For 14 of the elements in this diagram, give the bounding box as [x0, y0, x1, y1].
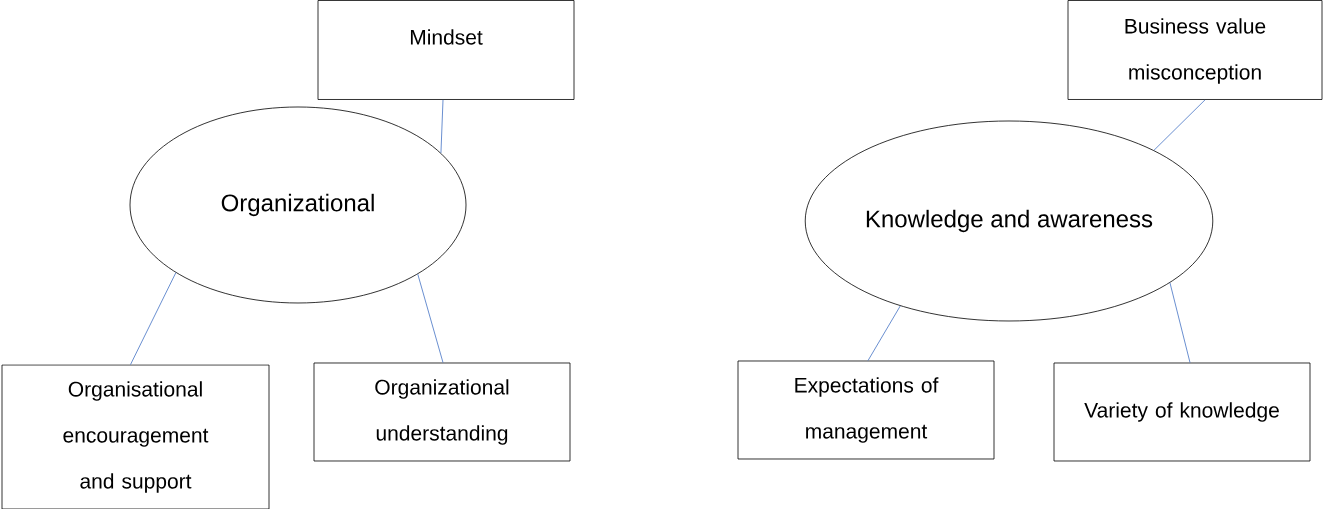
ellipse-node: Organizational	[129, 106, 467, 304]
connector-line	[867, 305, 901, 361]
connector-line	[1169, 282, 1191, 363]
connector-line	[1153, 99, 1206, 151]
ellipse-node: Knowledge and awareness	[804, 120, 1214, 322]
text-box: Expectations of management	[737, 360, 995, 460]
text-box: Business value misconception	[1067, 0, 1323, 100]
connector-line	[130, 272, 177, 365]
text-box: Organizational understanding	[313, 362, 571, 462]
text-box: Mindset	[317, 0, 575, 100]
text-box: Organisational encouragement and support	[1, 364, 270, 509]
connector-line	[417, 273, 444, 363]
text-box: Variety of knowledge	[1053, 362, 1311, 462]
connector-line	[440, 99, 444, 154]
